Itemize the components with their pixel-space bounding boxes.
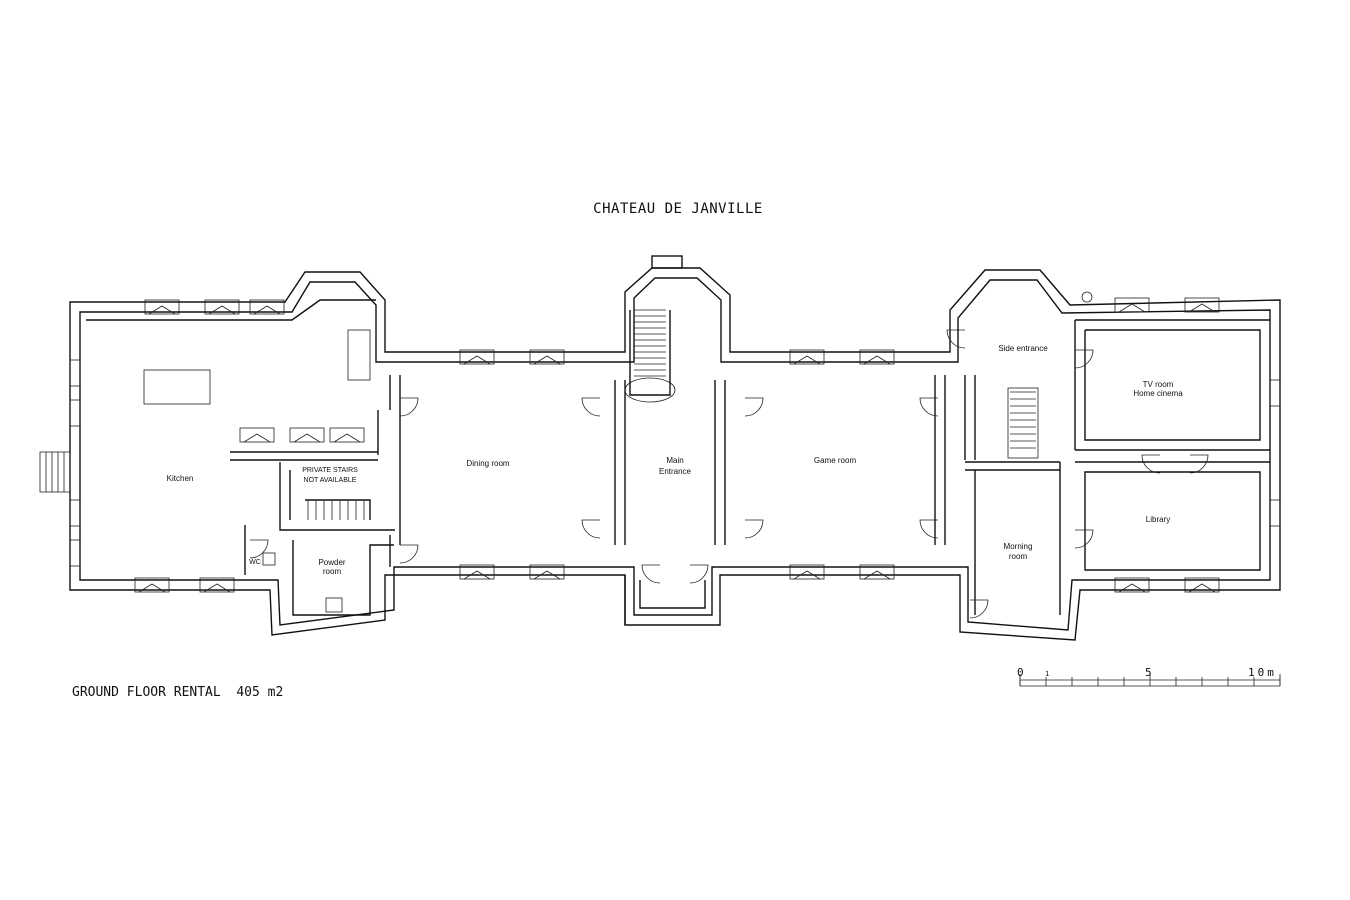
window-sash — [533, 570, 561, 580]
door-swing — [399, 544, 419, 564]
window — [1269, 499, 1281, 527]
door-swing — [689, 564, 709, 584]
window — [69, 499, 81, 527]
room-label-morning: Morning — [1004, 542, 1033, 551]
window-sash — [293, 433, 321, 443]
window-sash — [208, 305, 236, 315]
room-label-kitchen: Kitchen — [167, 474, 194, 483]
window — [204, 299, 240, 315]
window — [459, 349, 495, 365]
interior-walls — [86, 299, 1270, 616]
room-label-tv-2: Home cinema — [1133, 389, 1183, 398]
door-swing — [1074, 349, 1094, 369]
window — [329, 427, 365, 443]
scale-label-10: 10m — [1248, 666, 1277, 679]
room-label-side-entrance: Side entrance — [998, 344, 1048, 353]
window — [1269, 379, 1281, 407]
window — [249, 299, 285, 315]
scale-label-5: 5 — [1145, 666, 1152, 679]
room-label-main-entrance: Main — [666, 456, 683, 465]
window-sash — [253, 305, 281, 315]
room-label-private-stairs-note: NOT AVAILABLE — [304, 477, 357, 484]
window-sash — [533, 355, 561, 365]
window — [69, 539, 81, 567]
door-swing — [1189, 454, 1209, 474]
window-sash — [1118, 303, 1146, 313]
window — [289, 427, 325, 443]
window — [239, 427, 275, 443]
window — [1114, 577, 1150, 593]
window-sash — [138, 583, 166, 593]
window-sash — [863, 355, 891, 365]
door-swing — [249, 539, 269, 559]
room-label-wc: WC — [249, 559, 261, 566]
room-label-dining: Dining room — [466, 459, 509, 468]
door-swing — [744, 397, 764, 417]
window — [529, 564, 565, 580]
door-swing — [1141, 454, 1161, 474]
window-sash — [333, 433, 361, 443]
window — [1114, 297, 1150, 313]
door-swing — [641, 564, 661, 584]
room-label-tv: TV room — [1143, 380, 1174, 389]
room-label-powder: Powder — [318, 558, 345, 567]
window-sash — [463, 355, 491, 365]
window-sash — [1118, 583, 1146, 593]
scale-bar: 0 1 5 10m — [1017, 666, 1281, 687]
door-swing — [919, 397, 939, 417]
window-sash — [793, 355, 821, 365]
window — [1184, 577, 1220, 593]
door-swing — [1074, 529, 1094, 549]
floor-area-caption: GROUND FLOOR RENTAL 405 m2 — [72, 685, 283, 700]
door-swing — [744, 519, 764, 539]
window — [789, 349, 825, 365]
window-sash — [1188, 583, 1216, 593]
door-swing — [919, 519, 939, 539]
window-sash — [243, 433, 271, 443]
window — [859, 564, 895, 580]
scale-label-0: 0 — [1017, 666, 1024, 679]
door-swing — [969, 599, 989, 619]
outer-walls — [69, 255, 1281, 641]
window-sash — [863, 570, 891, 580]
room-label-private-stairs: PRIVATE STAIRS — [302, 467, 358, 474]
window — [144, 299, 180, 315]
scale-label-1: 1 — [1045, 670, 1049, 678]
room-label-library: Library — [1146, 515, 1170, 524]
window-sash — [463, 570, 491, 580]
window — [789, 564, 825, 580]
window-sash — [1188, 303, 1216, 313]
plan-title: CHATEAU DE JANVILLE — [593, 201, 763, 217]
door-swing — [581, 519, 601, 539]
window — [1184, 297, 1220, 313]
entry-steps — [39, 451, 71, 493]
window — [859, 349, 895, 365]
door-swing — [946, 329, 966, 349]
door-swing — [399, 397, 419, 417]
window — [69, 399, 81, 427]
room-label-game: Game room — [814, 456, 857, 465]
window-sash — [203, 583, 231, 593]
room-label-main-entrance-2: Entrance — [659, 467, 692, 476]
window — [529, 349, 565, 365]
window — [134, 577, 170, 593]
window — [459, 564, 495, 580]
window-sash — [793, 570, 821, 580]
plan-details — [69, 297, 1281, 619]
room-label-morning-2: room — [1009, 552, 1028, 561]
room-label-powder-2: room — [323, 567, 342, 576]
window — [199, 577, 235, 593]
door-swing — [581, 397, 601, 417]
window-sash — [148, 305, 176, 315]
window — [69, 359, 81, 387]
